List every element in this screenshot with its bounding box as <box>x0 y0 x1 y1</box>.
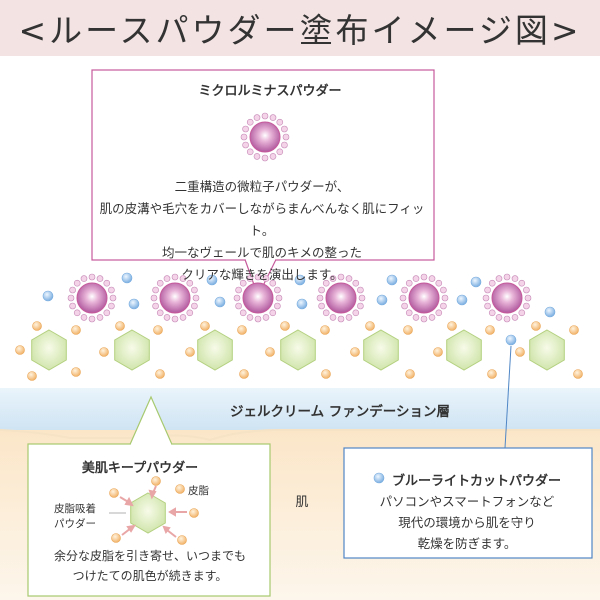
micro-desc-line: 均一なヴェールで肌のキメの整った <box>161 245 362 260</box>
title-bar: <ルースパウダー塗布イメージ図> <box>0 0 600 56</box>
diagram-scene <box>0 69 600 600</box>
blue-powder-callout <box>343 447 593 559</box>
keep-powder-description: 余分な皮脂を引き寄せ、いつまでも つけたての肌色が続きます。 <box>30 546 270 586</box>
gel-layer-label: ジェルクリーム ファンデーション層 <box>229 404 451 420</box>
adsorb-powder-label: 皮脂吸着 パウダー <box>40 502 110 532</box>
gel-layer <box>0 388 600 430</box>
blue-desc-line: パソコンやスマートフォンなど <box>379 494 555 509</box>
blue-powder-description: パソコンやスマートフォンなど 現代の環境から肌を守り 乾燥を防ぎます。 <box>352 491 582 554</box>
adsorb-label-line: パウダー <box>54 518 96 530</box>
micro-desc-line: クリアな輝きを演出します。 <box>181 267 343 282</box>
skin-layer-label: 肌 <box>295 495 309 510</box>
micro-desc-line: 二重構造の微粒子パウダーが、 <box>174 179 350 194</box>
micro-desc-line: 肌の皮溝や毛穴をカバーしながらまんべんなく肌にフィット。 <box>99 201 425 238</box>
keep-powder-title: 美肌キープパウダー <box>81 461 199 476</box>
blue-desc-line: 現代の環境から肌を守り <box>398 515 536 530</box>
sebum-label: 皮脂 <box>188 485 209 497</box>
micro-powder-callout <box>91 69 435 261</box>
keep-desc-line: つけたての肌色が続きます。 <box>72 569 228 583</box>
blue-powder-title: ブルーライトカットパウダー <box>392 474 562 489</box>
micro-powder-title: ミクロルミナスパウダー <box>198 84 342 99</box>
adsorb-label-line: 皮脂吸着 <box>54 503 96 515</box>
hexagon-particles <box>31 329 565 371</box>
sebum-icon <box>175 484 185 494</box>
blue-leader-line <box>504 345 512 449</box>
blue-desc-line: 乾燥を防ぎます。 <box>417 536 517 551</box>
blue-light-icon <box>373 472 385 484</box>
page-title: <ルースパウダー塗布イメージ図> <box>18 11 582 50</box>
micro-powder-description: 二重構造の微粒子パウダーが、 肌の皮溝や毛穴をカバーしながらまんべんなく肌にフィ… <box>92 176 432 286</box>
keep-desc-line: 余分な皮脂を引き寄せ、いつまでも <box>53 549 246 563</box>
